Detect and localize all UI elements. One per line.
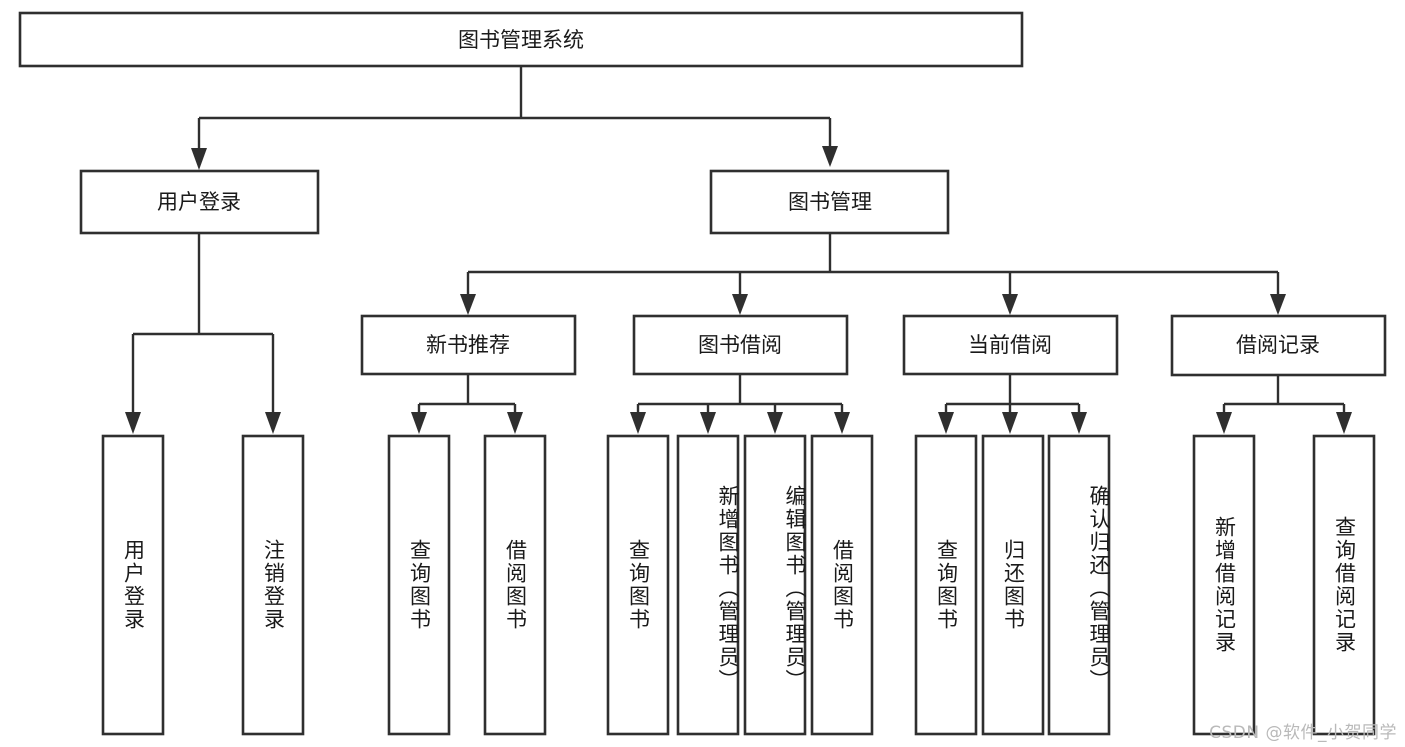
node-new-book-recommend[interactable]: 新书推荐 [360,314,577,376]
arrow-head-new-book-recommend [460,294,476,315]
connectors-book-borrow-to-leaves [630,374,850,434]
leaf-box-query-book-cb[interactable] [914,434,978,736]
user-login-box[interactable] [79,169,320,235]
arrow-head-cb-leaf3 [1071,412,1087,434]
connectors-current-borrow-to-leaves [938,374,1087,434]
leaf-box-return-book[interactable] [981,434,1045,736]
borrow-record-label: 借阅记录 [1236,333,1320,357]
leaf-box-add-borrow-record[interactable] [1192,434,1256,736]
connectors-borrow-record-to-leaves [1216,375,1352,434]
book-borrow-box[interactable] [632,314,849,376]
arrow-head-br-leaf1 [1216,412,1232,434]
node-borrow-record[interactable]: 借阅记录 [1170,314,1387,377]
connectors-user-login-to-leaves [125,232,281,434]
leaf-box-edit-book-admin[interactable] [743,434,807,736]
leaf-boxes-new-book-recommend [387,434,547,736]
current-borrow-box[interactable] [902,314,1119,376]
leaf-box-borrow-book-nb[interactable] [483,434,547,736]
new-book-recommend-label: 新书推荐 [426,333,510,357]
connectors-root-to-level1 [191,66,838,170]
arrow-head-nb-leaf1 [411,412,427,434]
arrow-head-current-borrow [1002,294,1018,315]
current-borrow-label: 当前借阅 [968,333,1052,357]
leaf-box-borrow-book-bb[interactable] [810,434,874,736]
arrow-head-book-manage [822,146,838,167]
leaf-box-query-book-nb[interactable] [387,434,451,736]
arrow-head-user-login [191,148,207,170]
connectors-new-book-to-leaves [411,374,523,434]
arrow-head-book-borrow [732,294,748,315]
book-management-box[interactable] [709,169,950,235]
leaf-box-query-borrow-record[interactable] [1312,434,1376,736]
root-label: 图书管理系统 [458,28,584,52]
connectors-book-manage-to-level2 [460,232,1286,315]
arrow-head-leaf-user-login [125,412,141,434]
leaf-box-query-book-bb[interactable] [606,434,670,736]
arrow-head-borrow-record [1270,294,1286,315]
leaf-box-add-book-admin[interactable] [676,434,740,736]
leaf-box-logout[interactable] [241,434,305,736]
arrow-head-bb-leaf1 [630,412,646,434]
arrow-head-bb-leaf3 [767,412,783,434]
node-current-borrow[interactable]: 当前借阅 [902,314,1119,376]
borrow-record-box[interactable] [1170,314,1387,377]
root-box[interactable] [18,11,1024,68]
book-management-label: 图书管理 [788,190,872,214]
arrow-head-cb-leaf1 [938,412,954,434]
node-book-borrow[interactable]: 图书借阅 [632,314,849,376]
arrow-head-leaf-logout [265,412,281,434]
leaf-boxes-current-borrow [914,434,1111,736]
node-book-management[interactable]: 图书管理 [709,169,950,235]
node-root-book-management-system[interactable]: 图书管理系统 [18,11,1024,68]
arrow-head-bb-leaf4 [834,412,850,434]
book-borrow-label: 图书借阅 [698,333,782,357]
node-user-login[interactable]: 用户登录 [79,169,320,235]
watermark-text: CSDN @软件_小贺同学 [1209,723,1397,743]
leaf-box-user-login[interactable] [101,434,165,736]
leaf-boxes-user-login [101,434,305,736]
new-book-recommend-box[interactable] [360,314,577,376]
leaf-boxes-borrow-record [1192,434,1376,736]
user-login-label: 用户登录 [157,190,241,214]
arrow-head-bb-leaf2 [700,412,716,434]
arrow-head-nb-leaf2 [507,412,523,434]
arrow-head-cb-leaf2 [1002,412,1018,434]
leaf-box-confirm-return-admin[interactable] [1047,434,1111,736]
leaf-boxes-book-borrow [606,434,874,736]
arrow-head-br-leaf2 [1336,412,1352,434]
